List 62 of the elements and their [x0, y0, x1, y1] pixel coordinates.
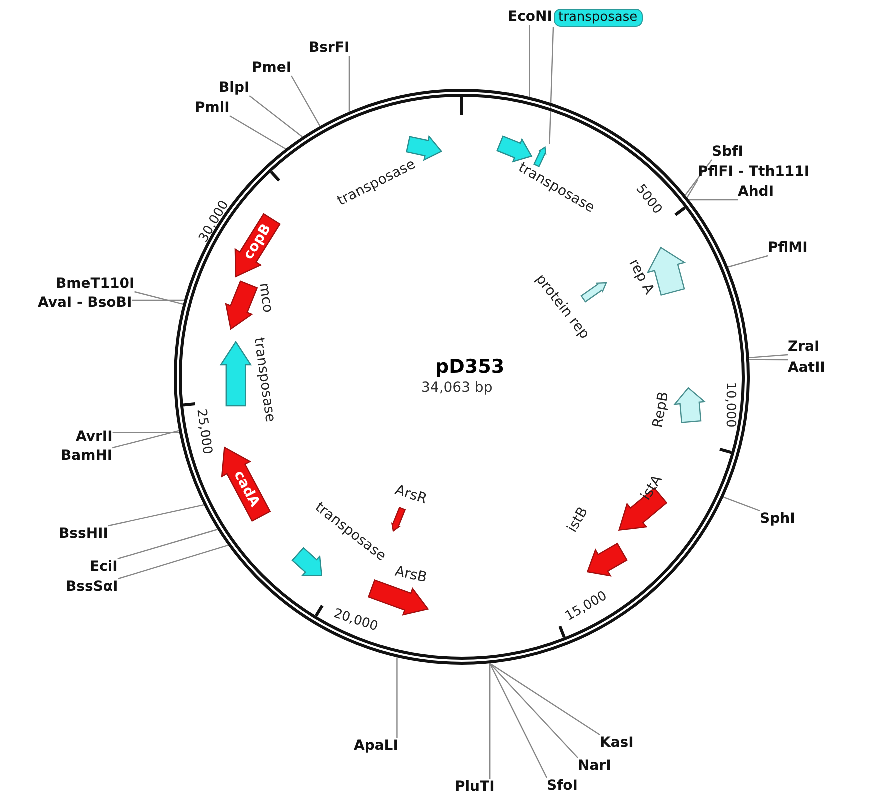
site-label: BlpI [219, 80, 250, 96]
leader-line [134, 291, 184, 305]
leader-line [396, 658, 398, 738]
leader-line [750, 359, 788, 361]
leader-line [728, 255, 768, 268]
gene-label: RepB [650, 390, 672, 430]
leader-line [490, 664, 491, 779]
site-label: ZraI [788, 339, 820, 355]
leader-line [118, 544, 229, 580]
leader-line [490, 663, 578, 758]
gene-label: istA [638, 472, 666, 504]
site-label: AhdI [738, 184, 774, 200]
site-label: BssSαI [66, 579, 118, 595]
site-label: EcoNI [508, 9, 552, 25]
leader-line [291, 76, 321, 127]
site-label: BsrFI [309, 40, 350, 56]
plasmid-name: pD353 [436, 356, 505, 378]
site-label: BssHII [59, 526, 108, 542]
leader-line [230, 115, 286, 150]
plasmid-size: 34,063 bp [422, 380, 493, 396]
site-label: PmlI [195, 100, 230, 116]
leader-line [348, 56, 350, 112]
leader-line [723, 496, 760, 512]
site-label: EciI [90, 559, 118, 575]
site-label: NarI [578, 758, 612, 774]
site-label: AvrII [76, 429, 113, 445]
leader-line [108, 504, 204, 527]
feature-label: transposase [554, 9, 643, 27]
site-label: PluTI [455, 779, 495, 795]
site-label: AatII [788, 360, 826, 376]
leader-line [749, 354, 788, 359]
site-label: SbfI [712, 144, 744, 160]
leader-line [490, 663, 548, 778]
leader-line [132, 300, 184, 302]
gene-label: transposase [250, 336, 278, 424]
leader-line [529, 25, 530, 98]
site-label: ApaLI [354, 738, 398, 754]
tick-label: 20,000 [331, 606, 380, 636]
site-label: PmeI [252, 60, 292, 76]
leader-line [689, 199, 738, 201]
site-label: PflFI - Tth111I [698, 164, 810, 180]
site-label: AvaI - BsoBI [38, 295, 132, 311]
tick-label: 25,000 [192, 408, 214, 456]
leader-line [490, 663, 600, 736]
site-label: SphI [760, 511, 796, 527]
gene-label: ArsB [394, 564, 429, 586]
leader-line [685, 160, 712, 196]
site-label: KasI [600, 735, 634, 751]
gene-label: rep A [625, 256, 657, 298]
leader-line [249, 96, 303, 138]
tick-label: 10,000 [721, 382, 738, 428]
gene-label: mco [256, 282, 276, 314]
site-label: PflMI [768, 240, 808, 256]
leader-line [112, 430, 180, 449]
leader-line [112, 432, 180, 434]
site-label: BamHI [61, 448, 113, 464]
site-label: SfoI [547, 778, 578, 794]
leader-line [118, 529, 218, 560]
leader-line [686, 180, 699, 198]
gene-label: ArsR [393, 482, 430, 508]
site-label: BmeT110I [56, 276, 135, 292]
leader-line [549, 26, 554, 144]
